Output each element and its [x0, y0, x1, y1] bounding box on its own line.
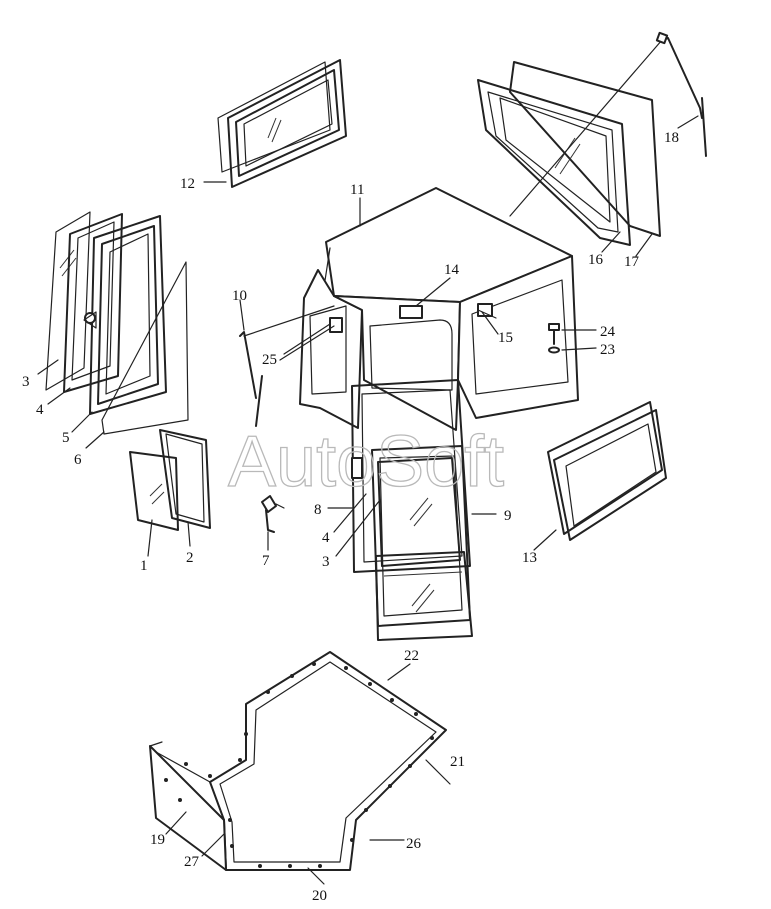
part-13-right-window [547, 401, 667, 541]
callout-1: 1 [140, 558, 148, 574]
part-11-cab-body [299, 187, 579, 431]
callout-5: 5 [62, 430, 70, 446]
callout-26: 26 [406, 836, 422, 852]
part-12-top-window [217, 59, 347, 188]
callout-11: 11 [350, 182, 364, 198]
callout-19: 19 [150, 832, 165, 848]
leader-lines [37, 115, 699, 885]
part-3-to-6-left-door [45, 211, 189, 435]
callout-21: 21 [450, 754, 465, 770]
callout-13: 13 [522, 550, 537, 566]
callout-10: 10 [232, 288, 247, 304]
part-10-25-left-wiper [239, 305, 343, 427]
callout-27: 27 [184, 854, 200, 870]
callout-18: 18 [664, 130, 679, 146]
callout-17: 17 [624, 254, 640, 270]
part-3-4-8-9-front-door [351, 379, 473, 641]
callout-25: 25 [262, 352, 277, 368]
callout-labels: 1 2 3 3 4 4 5 6 7 8 9 10 11 12 13 14 15 … [22, 130, 679, 904]
part-18-wiper [509, 31, 707, 217]
callout-22: 22 [404, 648, 419, 664]
callout-8: 8 [314, 502, 322, 518]
part-7-handle [261, 495, 285, 533]
callout-7: 7 [262, 553, 270, 569]
callout-20: 20 [312, 888, 327, 904]
autosoft-watermark: AutoSoft [228, 422, 504, 502]
callout-4-left: 4 [36, 402, 44, 418]
callout-16: 16 [588, 252, 604, 268]
callout-23: 23 [600, 342, 615, 358]
callout-4-front: 4 [322, 530, 330, 546]
callout-24: 24 [600, 324, 616, 340]
part-1-2-small-window [129, 429, 211, 531]
callout-6: 6 [74, 452, 82, 468]
part-16-17-rear-window [477, 61, 661, 246]
callout-12: 12 [180, 176, 195, 192]
callout-2: 2 [186, 550, 194, 566]
callout-3-front: 3 [322, 554, 330, 570]
callout-3-left: 3 [22, 374, 30, 390]
part-15-23-24-hardware [477, 303, 560, 354]
floor-frame-assembly [149, 651, 447, 871]
callout-14: 14 [444, 262, 460, 278]
callout-9: 9 [504, 508, 512, 524]
callout-15: 15 [498, 330, 513, 346]
